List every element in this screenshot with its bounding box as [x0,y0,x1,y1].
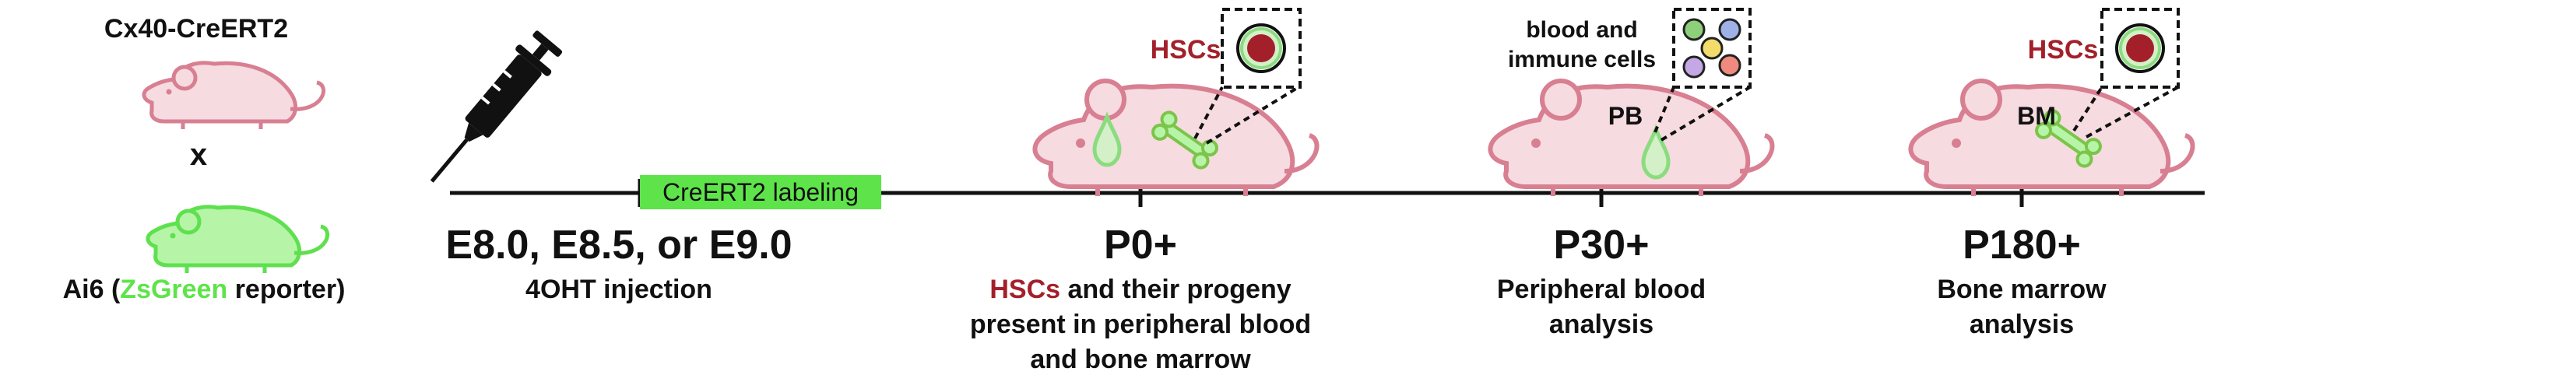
p30-callout-line1: blood and [1526,17,1637,43]
pink-mouse-icon [142,61,326,129]
p0-callout-label: HSCs [1151,35,1221,65]
p180-callout-label: HSCs [2028,35,2099,65]
green-mouse-icon [146,205,330,273]
stage-p0: P0+ [1104,223,1177,268]
p0-desc-line3: and bone marrow [1030,345,1251,374]
p30-cells-icon [1682,18,1741,79]
p0-desc-line2: present in peripheral blood [970,310,1311,339]
p180-desc-line2: analysis [1970,310,2074,339]
stage-p30: P30+ [1554,223,1650,268]
strain-bottom-label: Ai6 (ZsGreen reporter) [63,275,346,304]
p180-bone-icon [2035,109,2102,168]
p0-hsc-cell-icon [1236,23,1286,73]
injection-description: 4OHT injection [525,275,712,304]
labeling-window-label: CreERT2 labeling [662,178,859,206]
p180-hsc-cell-icon [2115,23,2165,73]
p30-mouse-icon [1488,79,1775,196]
p30-panel: PB blood and immune cells P30+ Periphera… [1488,8,1775,339]
p30-desc-line2: analysis [1549,310,1653,339]
p180-panel: BM HSCs P180+ Bone marrow analysis [1908,8,2195,339]
p0-mouse-icon [1032,79,1320,196]
labeling-window: CreERT2 labeling [640,175,881,209]
p0-desc-line1: HSCs and their progeny [989,275,1291,304]
p30-desc-line1: Peripheral blood [1497,275,1706,304]
p180-mouse-icon [1908,79,2195,196]
p30-callout-line2: immune cells [1508,47,1656,72]
p0-bone-icon [1151,110,1218,170]
stage-injection: E8.0, E8.5, or E9.0 [445,223,792,268]
p0-blood-drop-icon [1092,111,1122,167]
stage-p180: P180+ [1963,223,2081,268]
p30-blood-drop-icon [1641,124,1671,180]
p180-desc-line1: Bone marrow [1937,275,2107,304]
cross-symbol: x [190,138,207,172]
syringe-icon [430,30,563,183]
p30-site-label: PB [1608,102,1643,130]
cross-panel: Cx40-CreERT2 x Ai6 (ZsGreen reporter) [63,14,346,304]
strain-top-label: Cx40-CreERT2 [104,14,288,44]
p180-site-label: BM [2017,102,2056,130]
p0-panel: HSCs P0+ HSCs and their progeny present … [970,8,1320,374]
